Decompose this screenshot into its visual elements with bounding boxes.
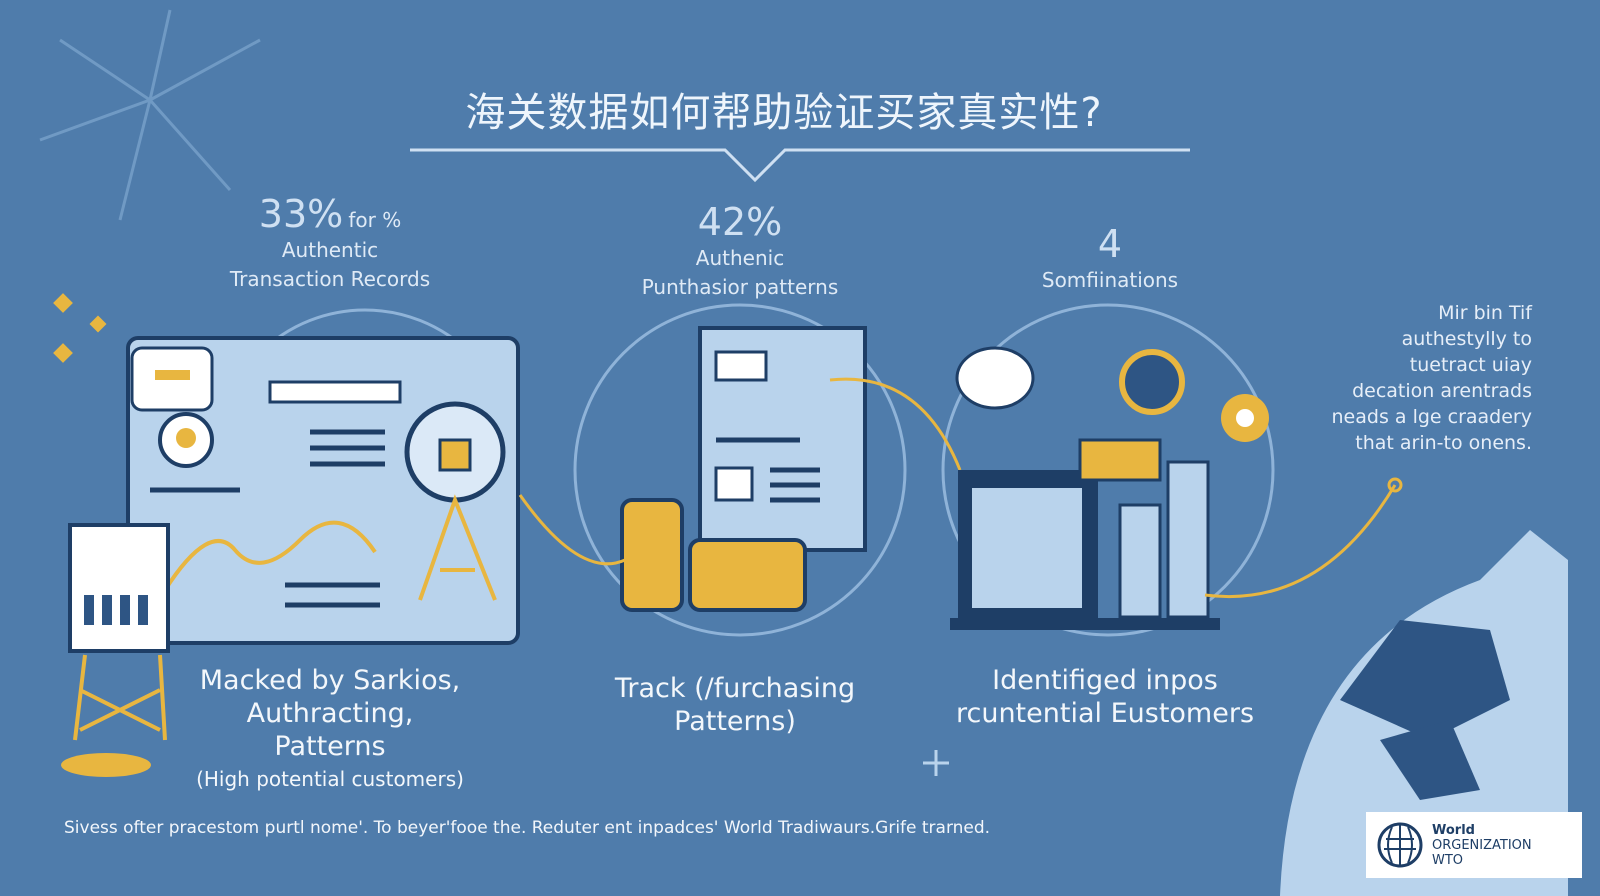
side-line: decation arentrads (1352, 380, 1532, 402)
factory-customers-illustration (950, 346, 1403, 630)
stat-label: Transaction Records (229, 267, 431, 291)
caption-line: Identifiged inpos (992, 665, 1218, 696)
stat-confirmations: 4 Somfiinations (980, 222, 1240, 295)
stat-purchasing-patterns: 42% Authenic Punthasior patterns (610, 200, 870, 302)
caption-marked-patterns: Macked by Sarkios, Authracting, Patterns… (170, 664, 490, 796)
caption-line: Patterns (274, 731, 386, 762)
stat-label: Punthasior patterns (641, 275, 839, 299)
caption-line: Macked by Sarkios, (199, 665, 461, 696)
caption-line: rcuntential Eustomers (955, 698, 1255, 729)
title-divider (410, 148, 1190, 183)
document-panel-illustration (53, 293, 520, 777)
globe-icon (1377, 822, 1423, 868)
stat-label: Authenic (695, 246, 785, 270)
logo-text: World (1432, 822, 1475, 838)
stat-transaction-records: 33% for % Authentic Transaction Records (200, 192, 460, 294)
page-title: 海关数据如何帮助验证买家真实性? (465, 90, 1103, 136)
plus-icon (923, 750, 949, 776)
wto-logo: World ORGENIZATION WTO (1366, 812, 1582, 878)
document-purchasing-illustration (518, 326, 962, 612)
stat-value: 42% (697, 200, 783, 244)
side-line: Mir bin Tif (1438, 302, 1532, 324)
side-line: tuetract uiay (1409, 354, 1532, 376)
stat-label: Somfiinations (1041, 268, 1179, 292)
side-description: Mir bin Tif authestylly to tuetract uiay… (1332, 300, 1532, 456)
globe-illustration (1280, 530, 1568, 896)
network-decoration (39, 9, 261, 221)
logo-text: WTO (1432, 852, 1464, 868)
side-line: that arin-to onens. (1355, 432, 1532, 454)
caption-track-purchasing: Track (/furchasing Patterns) (580, 672, 890, 738)
stat-value: 33% (258, 192, 344, 236)
caption-line: Patterns) (674, 706, 796, 737)
caption-subtitle: (High potential customers) (196, 767, 464, 791)
caption-line: Track (/furchasing (614, 673, 856, 704)
side-line: authestylly to (1401, 328, 1532, 350)
stat-value: 4 (1097, 222, 1123, 266)
footer-text: Sivess ofter pracestom purtl nome'. To b… (64, 818, 991, 838)
side-line: neads a lge craadery (1331, 406, 1532, 428)
stat-label: Authentic (281, 238, 379, 262)
logo-text: ORGENIZATION (1432, 837, 1532, 853)
caption-line: Authracting, (246, 698, 414, 729)
caption-identified-customers: Identifiged inpos rcuntential Eustomers (940, 664, 1270, 730)
stat-suffix: for % (348, 208, 402, 232)
